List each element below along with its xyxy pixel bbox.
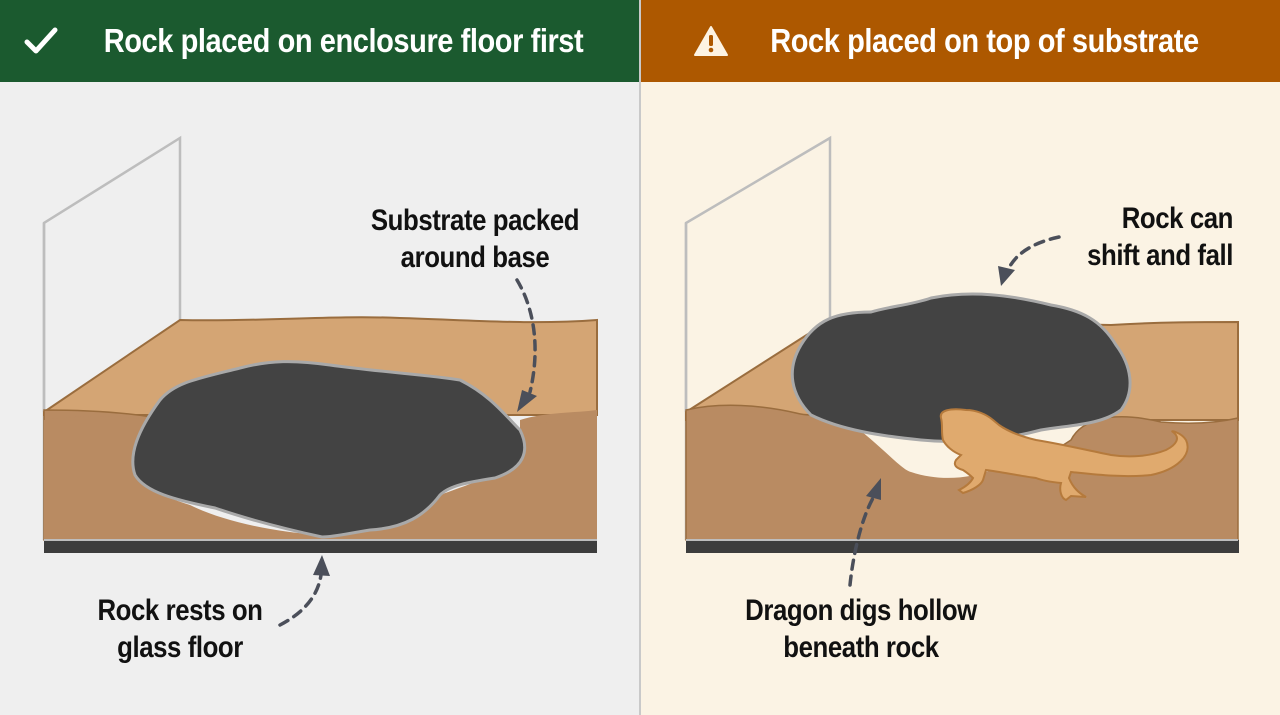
annotation-rests-on-floor: Rock rests on glass floor [97, 594, 263, 664]
arrow-shift-and-fall [998, 235, 1061, 286]
glass-floor [686, 540, 1239, 553]
left-panel-header: Rock placed on enclosure floor first [0, 0, 639, 82]
annotation-substrate-packed: Substrate packed around base [370, 204, 580, 274]
right-panel-title: Rock placed on top of substrate [770, 22, 1199, 59]
annotation-dragon-digs-hollow: Dragon digs hollow beneath rock [745, 594, 977, 664]
incorrect-enclosure-illustration [684, 135, 1239, 587]
right-panel-header: Rock placed on top of substrate [641, 0, 1280, 82]
annotation-shift-and-fall: Rock can shift and fall [1087, 202, 1233, 272]
correct-enclosure-illustration [42, 135, 598, 627]
rock [131, 360, 527, 539]
arrow-rests-on-floor [278, 555, 330, 627]
panel-divider [639, 0, 641, 715]
right-panel-incorrect-placement: Rock placed on top of substrate [641, 0, 1280, 715]
arrow-substrate-packed [515, 278, 537, 412]
bearded-dragon-lizard [939, 408, 1189, 502]
arrow-dragon-digs-hollow [848, 478, 881, 587]
glass-floor [44, 540, 597, 553]
left-panel-correct-placement: Rock placed on enclosure floor first Sub [0, 0, 639, 715]
left-panel-title: Rock placed on enclosure floor first [103, 22, 584, 59]
checkmark-icon [24, 27, 58, 54]
warning-triangle-icon [694, 26, 729, 56]
